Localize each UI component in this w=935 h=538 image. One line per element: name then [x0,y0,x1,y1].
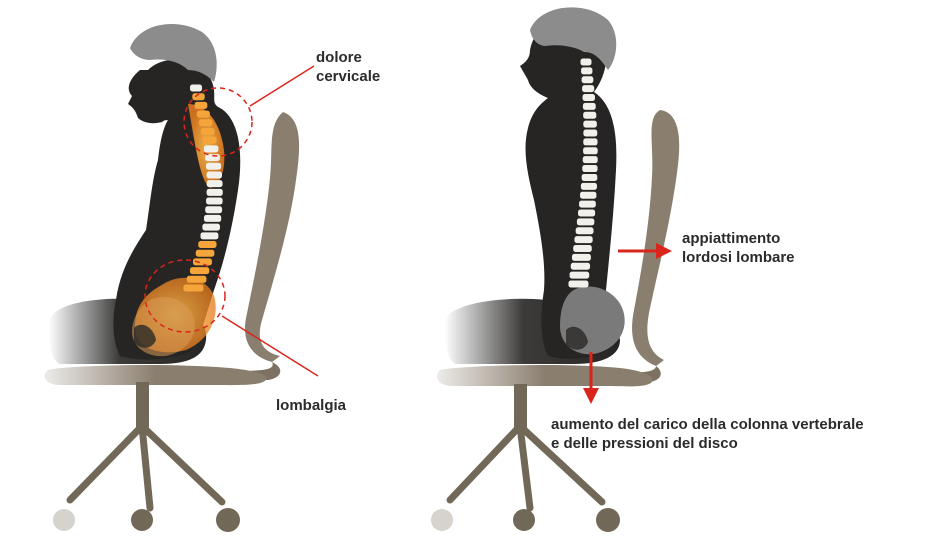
right-spine-vertebra [577,209,596,217]
right-spine-vertebra [582,94,595,102]
right-figure [431,7,680,532]
right-spine-vertebra [581,173,598,181]
left-spine-vertebra [206,180,223,188]
right-spine-vertebra [582,165,598,173]
label-low-back-pain-text: lombalgia [276,397,347,414]
left-spine-vertebra [192,93,205,101]
left-hair [130,24,217,83]
left-chair-seat [44,364,267,386]
left-spine-vertebra [194,101,208,109]
right-spine-vertebra [580,182,597,190]
left-spine-vertebra [192,258,212,266]
right-spine-vertebra [575,227,594,235]
label-load-line1: aumento del carico della colonna vertebr… [551,416,864,433]
right-spine-vertebra [579,200,596,208]
left-spine-vertebra [200,127,215,135]
right-spine-vertebra [583,111,597,119]
left-spine-vertebra [205,206,223,214]
left-spine [183,84,223,292]
label-cervical-pain: dolore cervicale [316,48,380,86]
left-spine-vertebra [195,249,215,257]
right-spine-vertebra [568,280,589,288]
right-spine-vertebra [569,271,590,279]
left-spine-vertebra [202,223,220,231]
right-pelvis-dark [566,326,588,350]
right-chair-post [514,384,527,428]
right-chair-seat [436,364,653,387]
right-spine-vertebra [581,67,593,75]
left-spine-vertebra [203,145,219,153]
label-load-line2: e delle pressioni del disco [551,435,738,452]
right-spine-vertebra [574,236,593,244]
left-cervical-leader [249,65,315,107]
left-lumbar-leader [221,315,319,377]
label-lordosis-line1: appiattimento [682,230,781,247]
right-chair-backrest [632,110,680,366]
right-spine-vertebra [582,85,595,93]
right-spine-vertebra [583,147,598,155]
right-spine-vertebra [582,102,596,110]
label-lordosis-line2: lordosi lombare [682,249,795,266]
right-chair-wheels [431,508,620,532]
left-spine-vertebra [186,275,207,283]
left-spine-vertebra [202,136,217,144]
right-spine-vertebra [571,253,591,261]
right-spine-vertebra [576,218,595,226]
label-low-back-pain: lombalgia [276,396,346,415]
right-spine-vertebra [573,244,592,252]
left-spine-vertebra [190,84,202,92]
load-arrow [583,352,599,404]
left-spine-vertebra [196,110,210,118]
right-chair-base [446,422,606,512]
right-spine-vertebra [580,191,597,199]
left-chair-post [136,382,149,428]
left-figure [44,24,319,532]
right-spine-vertebra [580,58,592,66]
left-spine-vertebra [189,267,210,275]
left-lumbar-dashed-circle [144,259,226,333]
left-chair-backrest [245,112,300,362]
right-spine-vertebra [570,262,591,270]
left-chair-base [66,422,226,512]
right-spine-vertebra [582,156,598,164]
left-spine-vertebra [203,214,222,222]
left-spine-vertebra [200,232,219,240]
right-spine-vertebra [583,129,598,137]
left-spine-vertebra [183,284,204,292]
label-load-increase: aumento del carico della colonna vertebr… [551,415,864,453]
left-spine-vertebra [206,171,223,179]
left-face [128,70,168,124]
right-spine-vertebra [583,138,598,146]
left-spine-vertebra [198,241,217,249]
left-spine-vertebra [198,119,213,127]
right-spine [568,58,598,288]
left-spine-vertebra [206,197,223,205]
label-cervical-pain-line2: cervicale [316,68,381,85]
left-chair-wheels [53,508,240,532]
label-cervical-pain-line1: dolore [316,49,362,66]
right-spine-vertebra [583,120,597,128]
right-spine-vertebra [581,76,594,84]
left-spine-vertebra [206,188,223,196]
lordosis-arrow [618,243,672,259]
label-lordosis-flattening: appiattimento lordosi lombare [682,229,795,267]
left-spine-vertebra [205,162,222,170]
left-cervical-dashed-circle [183,87,253,157]
right-hair [530,7,617,71]
left-pelvis-dark [134,324,156,348]
